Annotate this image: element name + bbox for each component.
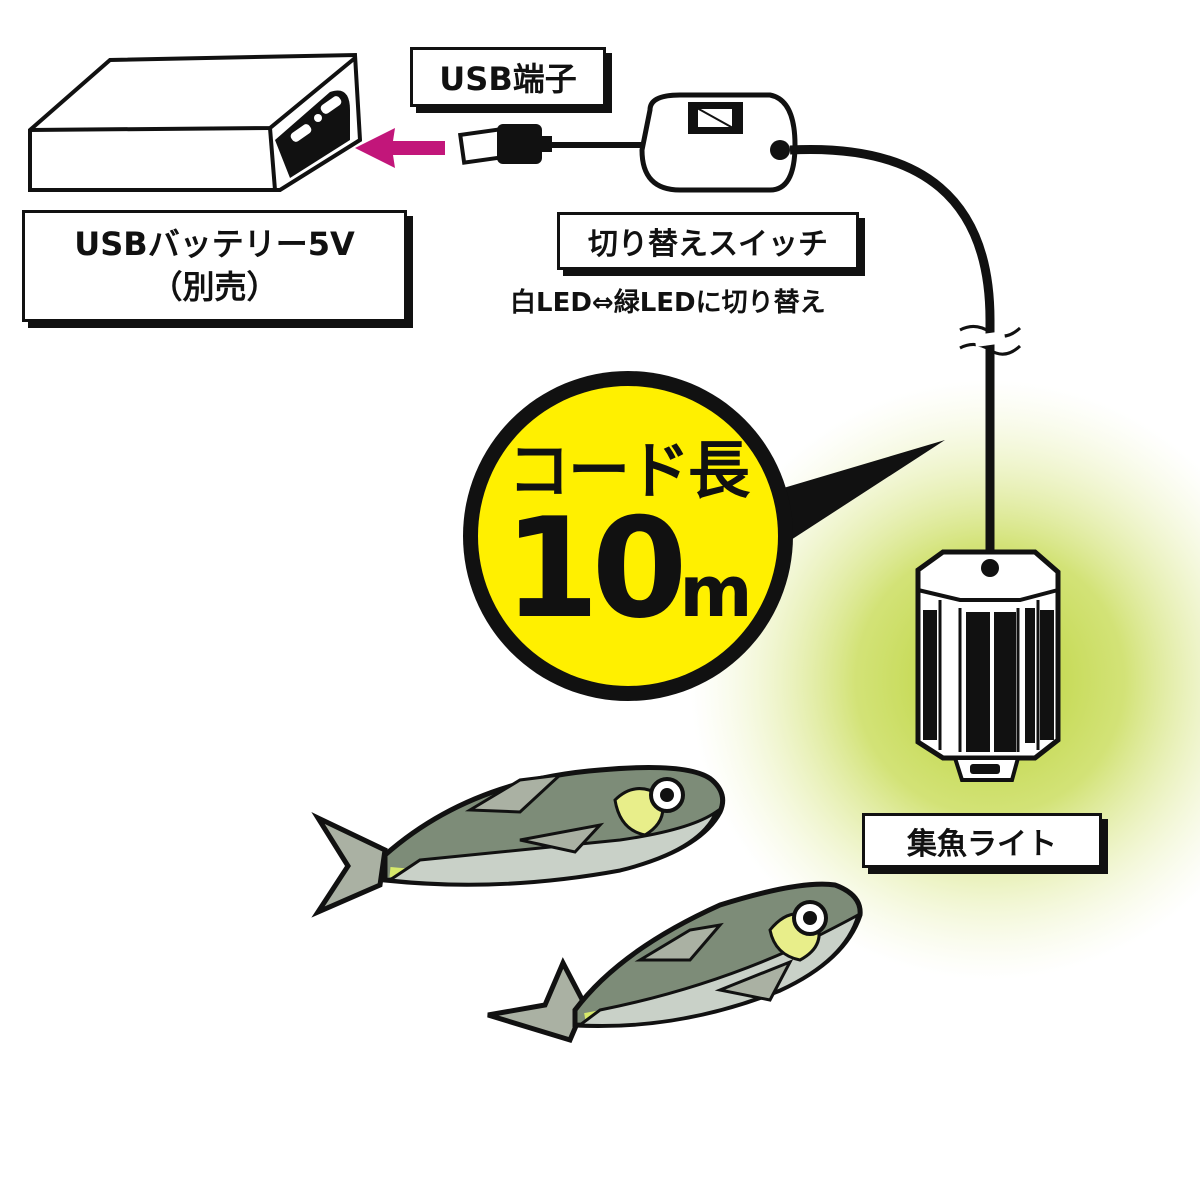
battery-label-line1: USBバッテリー5V [74, 224, 355, 263]
fish-icon [487, 881, 863, 1044]
switch-label: 切り替えスイッチ [557, 212, 859, 270]
cable-break-mark [959, 325, 1022, 356]
cord-length-number: 10 [503, 488, 688, 649]
switch-box-icon [639, 92, 798, 193]
battery-label: USBバッテリー5V （別売） [22, 210, 407, 322]
cord-length-title: コード長 [507, 434, 750, 507]
fish-light-label: 集魚ライト [862, 813, 1102, 868]
switch-label-text: 切り替えスイッチ [588, 227, 828, 262]
fish-light-icon [915, 549, 1061, 782]
cord-badge-pointer [760, 440, 945, 560]
usb-terminal-text: USB端子 [439, 60, 577, 98]
usb-terminal-label: USB端子 [410, 47, 606, 107]
fish-icon [311, 765, 726, 918]
switch-description: 白LED⇔緑LEDに切り替え [510, 288, 826, 318]
battery-label-line2: （別売） [150, 268, 279, 306]
usb-battery-icon [28, 52, 363, 192]
fish-light-text: 集魚ライト [907, 826, 1057, 862]
cable-switch-light [789, 144, 995, 560]
insert-arrow [355, 128, 445, 168]
cord-length-value: 10m [478, 488, 778, 649]
usb-plug-icon [457, 124, 552, 165]
cord-length-unit: m [679, 551, 753, 633]
